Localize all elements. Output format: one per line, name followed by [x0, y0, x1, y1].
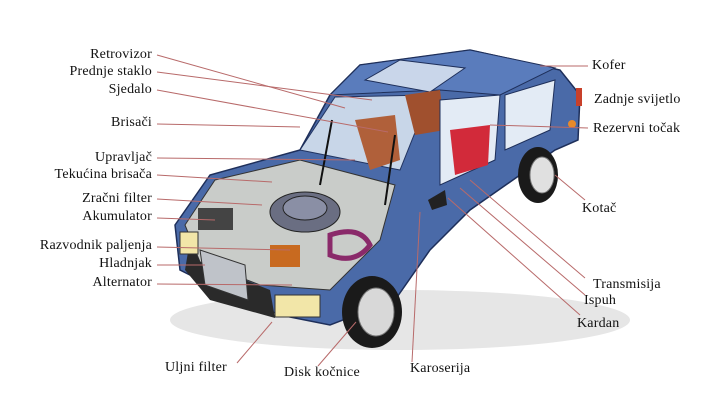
- label-karoserija: Karoserija: [410, 361, 471, 376]
- label-sjedalo: Sjedalo: [108, 82, 152, 97]
- label-razvodnik-paljenja: Razvodnik paljenja: [39, 238, 152, 253]
- label-kofer: Kofer: [592, 58, 626, 73]
- label-upravljac: Upravljač: [95, 150, 152, 165]
- label-hladnjak: Hladnjak: [99, 256, 152, 271]
- label-brisaci: Brisači: [110, 115, 152, 130]
- label-zracni-filter: Zračni filter: [82, 191, 152, 206]
- leader-lines: [156, 54, 589, 367]
- label-transmisija: Transmisija: [593, 277, 661, 292]
- label-zadnje-svijetlo: Zadnje svijetlo: [594, 92, 681, 107]
- label-kardan: Kardan: [577, 316, 620, 331]
- label-retrovizor: Retrovizor: [90, 47, 152, 62]
- label-rezervni-tocak: Rezervni točak: [593, 121, 681, 136]
- label-ispuh: Ispuh: [584, 293, 617, 308]
- label-tekucina-brisaca: Tekućina brisača: [54, 167, 152, 182]
- label-akumulator: Akumulator: [82, 209, 152, 224]
- label-kotac: Kotač: [582, 201, 617, 216]
- label-alternator: Alternator: [92, 275, 152, 290]
- label-disk-kocnice: Disk kočnice: [284, 365, 360, 380]
- label-uljni-filter: Uljni filter: [165, 360, 227, 375]
- label-prednje-staklo: Prednje staklo: [69, 64, 152, 79]
